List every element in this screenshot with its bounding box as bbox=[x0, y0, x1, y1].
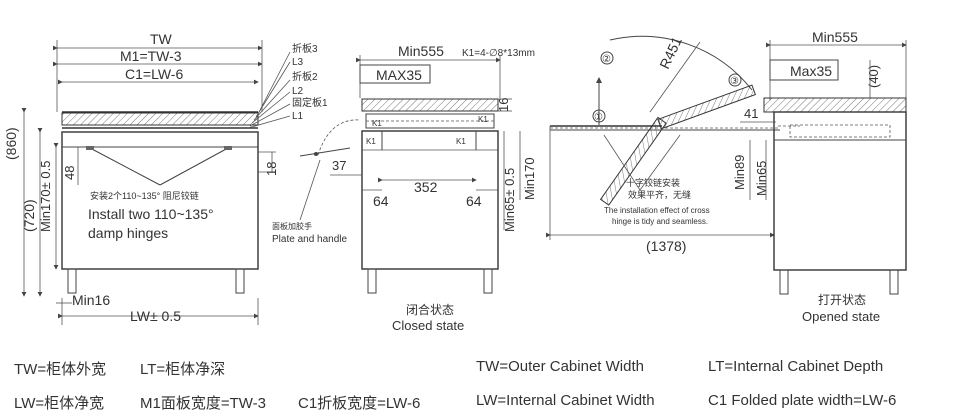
front-cabinet-body bbox=[61, 131, 259, 270]
min16-label: Min16 bbox=[72, 292, 110, 308]
c1-label: C1=LW-6 bbox=[125, 66, 183, 82]
legend-tw-cn: TW=柜体外宽 bbox=[14, 361, 107, 378]
plate-handle-cn: 面板加胶手 bbox=[272, 221, 312, 231]
closed-min555-label: Min555 bbox=[398, 43, 444, 59]
min170-label: Min170± 0.5 bbox=[38, 161, 53, 232]
opened-min65-label: Min65 bbox=[754, 161, 769, 196]
hinge-en-note-2: damp hinges bbox=[88, 225, 168, 241]
tw-label: TW bbox=[150, 31, 173, 47]
opened-view: R451 ② ③ ① 十字铰链安装 效果平齐，无缝 The installati… bbox=[546, 29, 907, 324]
plate-handle-en: Plate and handle bbox=[272, 234, 348, 245]
hinge-cn-note: 安装2个110~135° 阻尼铰链 bbox=[90, 190, 199, 201]
closed-state-cn: 闭合状态 bbox=[406, 302, 454, 317]
step-2-marker: ② bbox=[602, 54, 611, 65]
l3-label: L3 bbox=[292, 57, 304, 68]
closed-view: Min555 K1=4-∅8*13mm MAX35 16 K1 K1 K1 K1… bbox=[272, 43, 537, 333]
plate2-cn-label: 折板2 bbox=[292, 70, 318, 83]
d1378-label: (1378) bbox=[646, 238, 686, 254]
technical-drawing: TW M1=TW-3 C1=LW-6 Min16 LW± 0.5 (860) (… bbox=[3, 29, 907, 333]
l1-label: L1 bbox=[292, 111, 304, 122]
opened-state-cn: 打开状态 bbox=[818, 293, 866, 307]
opened-min555-label: Min555 bbox=[812, 29, 858, 45]
lw-label: LW± 0.5 bbox=[130, 308, 181, 324]
k1-b: K1 bbox=[478, 115, 488, 124]
hinge-en-note-1: Install two 110~135° bbox=[88, 206, 214, 222]
d16-label: 16 bbox=[496, 98, 511, 112]
max35-box bbox=[359, 64, 431, 84]
k1-hole-label: K1=4-∅8*13mm bbox=[462, 48, 535, 59]
cross-cn-2: 效果平齐，无缝 bbox=[628, 189, 691, 200]
d48-label: 48 bbox=[62, 166, 77, 180]
k1-a: K1 bbox=[372, 119, 382, 128]
k1-d: K1 bbox=[456, 137, 466, 146]
closed-state-en: Closed state bbox=[392, 318, 464, 333]
h860-label: (860) bbox=[3, 127, 19, 160]
plate3-cn-label: 折板3 bbox=[292, 42, 318, 55]
cross-en-2: hinge is tidy and seamless. bbox=[612, 217, 708, 226]
k1-c: K1 bbox=[366, 137, 376, 146]
r451-label: R451 bbox=[656, 34, 685, 71]
fixed1-cn-label: 固定板1 bbox=[292, 96, 328, 109]
min89-label: Min89 bbox=[732, 155, 747, 190]
legend-lt-cn: LT=柜体净深 bbox=[140, 361, 226, 378]
front-top-plate bbox=[61, 112, 259, 126]
legend-lt-en: LT=Internal Cabinet Depth bbox=[708, 358, 884, 375]
d64-left-label: 64 bbox=[373, 193, 389, 209]
legend: TW=柜体外宽 LT=柜体净深 LW=柜体净宽 M1面板宽度=TW-3 C1折板… bbox=[0, 352, 976, 418]
legend-c1-cn: C1折板宽度=LW-6 bbox=[298, 395, 421, 412]
d64-right-label: 64 bbox=[466, 193, 482, 209]
d41-label: 41 bbox=[744, 106, 758, 121]
closed-min65-label: Min65± 0.5 bbox=[502, 168, 517, 232]
d40-label: (40) bbox=[866, 65, 881, 88]
closed-max35-label: MAX35 bbox=[376, 67, 422, 83]
step-1-marker: ① bbox=[594, 112, 603, 123]
cross-cn-1: 十字铰链安装 bbox=[626, 177, 680, 188]
legend-lw-en: LW=Internal Cabinet Width bbox=[476, 392, 655, 409]
legend-m1-cn: M1面板宽度=TW-3 bbox=[140, 395, 266, 412]
cross-en-1: The installation effect of cross bbox=[604, 206, 710, 215]
opened-top-plate bbox=[763, 97, 907, 113]
closed-cabinet-body bbox=[361, 130, 499, 270]
d18-label: 18 bbox=[264, 162, 279, 176]
l2-label: L2 bbox=[292, 86, 304, 97]
opened-state-en: Opened state bbox=[802, 309, 880, 324]
opened-max35-label: Max35 bbox=[790, 63, 832, 79]
closed-top-plate bbox=[361, 98, 499, 112]
step-3-marker: ③ bbox=[730, 76, 739, 87]
front-view: TW M1=TW-3 C1=LW-6 Min16 LW± 0.5 (860) (… bbox=[3, 31, 328, 325]
opened-cabinet-body bbox=[773, 111, 907, 271]
h720-label: (720) bbox=[21, 199, 37, 232]
m1-label: M1=TW-3 bbox=[120, 48, 182, 64]
d37-label: 37 bbox=[332, 158, 346, 173]
legend-c1-en: C1 Folded plate width=LW-6 bbox=[708, 392, 897, 409]
legend-tw-en: TW=Outer Cabinet Width bbox=[476, 358, 644, 375]
legend-lw-cn: LW=柜体净宽 bbox=[14, 395, 105, 412]
closed-min170-label: Min170 bbox=[522, 157, 537, 200]
d352-label: 352 bbox=[414, 179, 438, 195]
